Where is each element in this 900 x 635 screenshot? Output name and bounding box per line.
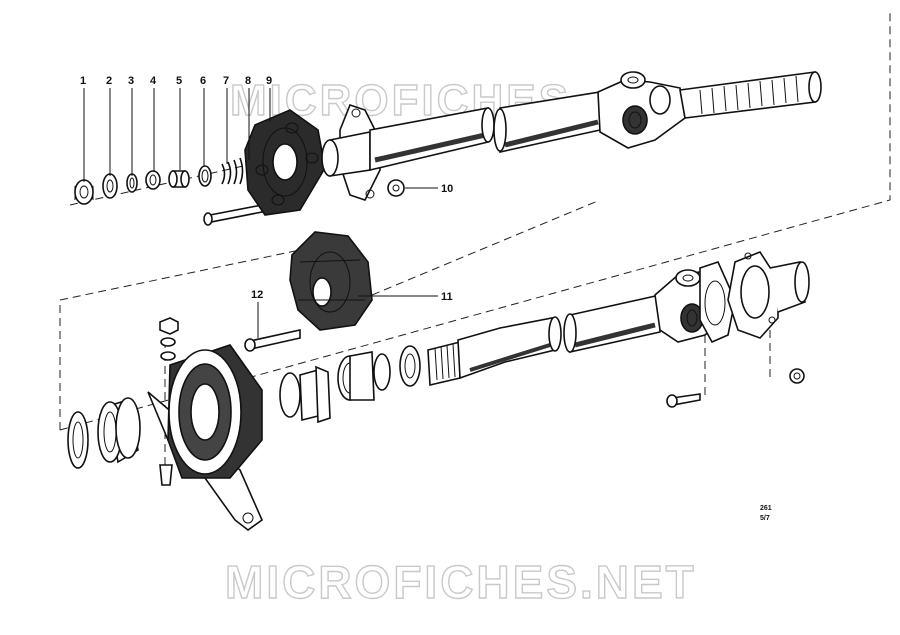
part-8-bolt [203, 204, 263, 226]
reference-page: 5/7 [760, 515, 770, 522]
label-part-2: 2 [106, 75, 112, 87]
part-9-flex-coupling [244, 109, 326, 216]
watermark-bottom: MICROFICHES.NET [225, 556, 697, 608]
bracket-small-parts [159, 317, 179, 486]
label-part-4: 4 [150, 75, 157, 87]
upper-universal-joint [597, 71, 686, 149]
lower-shaft-tube [427, 294, 661, 386]
label-part-6: 6 [200, 75, 206, 87]
lower-seal-bearing [67, 397, 141, 469]
reference-number: 261 [760, 505, 772, 512]
label-part-11: 11 [441, 291, 453, 303]
label-part-1: 1 [80, 75, 86, 87]
lower-shaft-assembly [67, 231, 810, 531]
label-part-8: 8 [245, 75, 251, 87]
part-4-ring [145, 170, 161, 190]
label-part-10: 10 [441, 183, 453, 195]
upper-shaft-assembly [74, 71, 822, 226]
callout-leaders [83, 88, 438, 338]
label-part-7: 7 [223, 75, 229, 87]
part-7-spring [221, 157, 244, 185]
upper-shaft-tube [321, 91, 601, 201]
upper-spline-shaft [679, 71, 822, 119]
center-bearing-support [147, 344, 263, 531]
lower-right-bolt [666, 393, 701, 408]
label-part-3: 3 [128, 75, 134, 87]
part-12-bolt [244, 329, 301, 352]
part-2-washer [102, 173, 118, 199]
watermark: MICROFICHES MICROFICHES.NET [224, 75, 697, 608]
part-3-ring [126, 173, 138, 193]
part-11-flex-coupling [289, 231, 373, 331]
reference-code: 261 5/7 [760, 505, 772, 522]
lower-right-nut [789, 368, 805, 384]
callout-labels: 1 2 3 4 5 6 7 8 9 10 11 12 [80, 75, 453, 303]
part-1-nut [74, 179, 94, 205]
label-part-9: 9 [266, 75, 272, 87]
label-part-12: 12 [251, 289, 263, 301]
part-5-bushing [168, 170, 190, 188]
part-6-ring [198, 165, 212, 187]
lower-bearing-parts [279, 345, 421, 424]
lower-universal-joint [654, 251, 810, 344]
part-10-nut [387, 179, 405, 197]
label-part-5: 5 [176, 75, 182, 87]
